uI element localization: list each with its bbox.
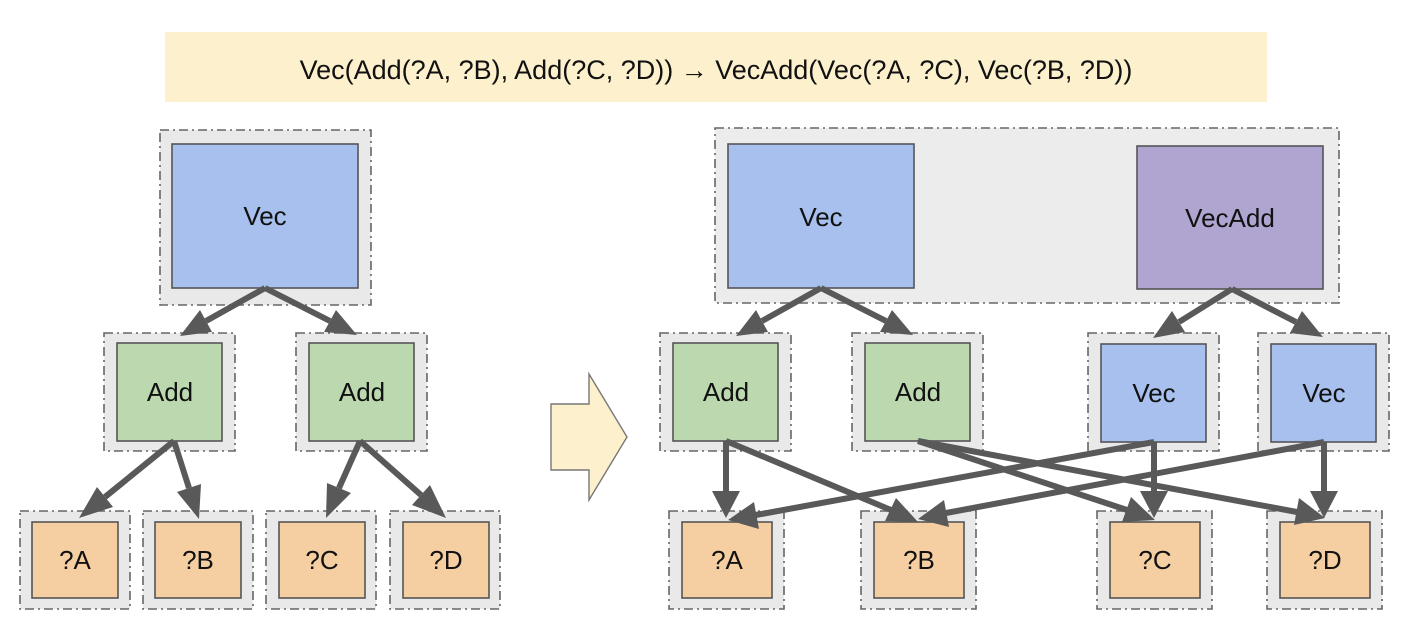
edge-right-add2-c [917, 438, 1128, 513]
arrowhead-right-vec2-d [1310, 491, 1338, 518]
arrowhead-right-vec2-b [918, 500, 949, 527]
edge-left-add1-a [103, 438, 176, 500]
right-add2-label: Add [895, 377, 941, 407]
left-leaf-d-label: ?D [429, 545, 462, 575]
left-leaf-a-label: ?A [59, 545, 91, 575]
right-add1-node [672, 342, 779, 442]
right-vecadd-node [1136, 145, 1324, 290]
right-leaf-d-node [1279, 521, 1371, 599]
arrowhead-right-add2-c [1122, 497, 1155, 522]
edge-right-vec-add2 [819, 285, 888, 324]
right-vecadd-label: VecAdd [1185, 203, 1275, 233]
left-leaf-d-node [402, 521, 490, 599]
right-vec1-label: Vec [1132, 378, 1175, 408]
left-edges [79, 285, 446, 519]
left-leaf-b-node [154, 521, 242, 599]
left-add1-node [116, 342, 223, 442]
right-add2-node [864, 342, 971, 442]
edge-right-add1-b [724, 438, 893, 513]
rule-text: Vec(Add(?A, ?B), Add(?C, ?D)) → VecAdd(V… [300, 55, 1133, 85]
right-leaf-b-label: ?B [903, 545, 935, 575]
edge-left-vec-add2 [263, 285, 332, 324]
rule-banner [165, 32, 1267, 102]
arrowhead-right-vec1-c [1140, 491, 1168, 518]
right-leaf-d-label: ?D [1308, 545, 1341, 575]
edge-right-vecadd-vec2 [1230, 286, 1298, 325]
right-vec2-label: Vec [1302, 378, 1345, 408]
right-add1-label: Add [703, 377, 749, 407]
right-edges [712, 285, 1338, 529]
left-leaf-c-node [278, 521, 366, 599]
edge-right-vec1-a [755, 439, 1155, 518]
right-vec-node [727, 143, 915, 289]
right-leaf-c-node [1109, 521, 1201, 599]
left-leaf-c-label: ?C [305, 545, 338, 575]
arrowhead-right-add1-a [712, 491, 740, 518]
edge-right-add2-d [917, 438, 1298, 515]
left-leaf-b-label: ?B [182, 545, 214, 575]
arrowhead-left-add2-c [326, 483, 351, 518]
right-vec2-node [1270, 343, 1377, 443]
left-vec-label: Vec [243, 201, 286, 231]
left-add2-label: Add [339, 377, 385, 407]
edge-left-add2-d [358, 438, 423, 498]
left-leaf-a-node [31, 521, 119, 599]
arrowhead-right-vecadd-vec1 [1153, 311, 1185, 338]
arrowhead-left-add1-a [79, 487, 113, 518]
edge-right-vec-add1 [760, 285, 823, 324]
arrowhead-right-add1-b [885, 498, 918, 522]
right-leaf-c-label: ?C [1138, 545, 1171, 575]
right-leaf-a-label: ?A [711, 545, 743, 575]
arrowhead-left-vec-add2 [324, 310, 357, 335]
left-add1-label: Add [147, 377, 193, 407]
arrowhead-right-add2-d [1294, 498, 1325, 525]
edge-right-vecadd-vec1 [1177, 286, 1234, 325]
right-leaf-a-node [681, 521, 773, 599]
edge-left-add1-b [171, 440, 192, 489]
arrowhead-right-vec1-a [728, 502, 759, 529]
right-vec1-node [1100, 343, 1207, 443]
arrowhead-right-vec-add2 [880, 310, 913, 335]
arrowhead-right-vecadd-vec2 [1290, 311, 1323, 337]
arrowhead-left-add2-d [412, 485, 446, 518]
left-vec-node [171, 143, 359, 289]
arrowhead-left-vec-add1 [180, 310, 212, 336]
right-leaf-b-node [873, 521, 965, 599]
transform-arrow-icon [550, 371, 628, 503]
left-add2-node [308, 342, 415, 442]
right-vec-label: Vec [799, 202, 842, 232]
edge-right-vec2-b [945, 439, 1325, 516]
edge-left-vec-add1 [204, 285, 267, 324]
edge-left-add2-c [336, 439, 363, 490]
arrowhead-left-add1-b [177, 484, 201, 519]
arrowhead-right-vec-add1 [736, 310, 768, 336]
